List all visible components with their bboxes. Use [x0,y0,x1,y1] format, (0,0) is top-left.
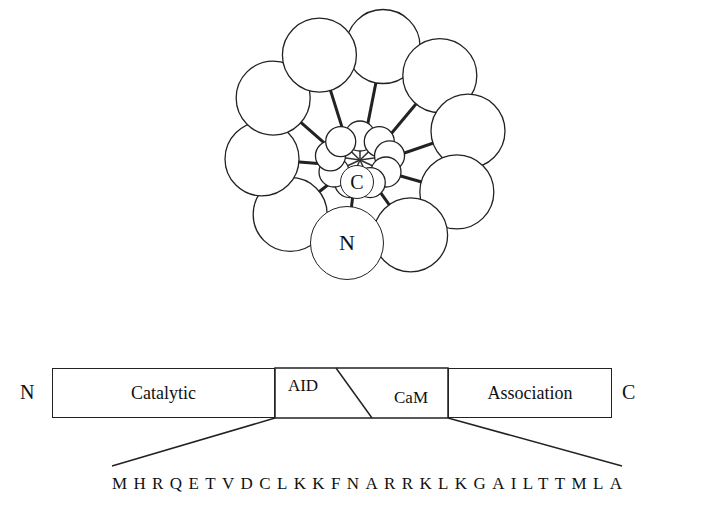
sequence-text: MHRQETVDCLKKFNARRKLKGAILTTMLA [112,474,622,494]
sequence-text: MHRQETVDCLKKFNARRKLKGAILTTMLA [112,474,628,493]
domain-box: Association [448,368,612,418]
domain-label: CaM [394,388,428,408]
domain-label: AID [288,376,318,396]
zoom-line [448,418,622,466]
terminus-label: C [622,381,635,404]
association-subunit: C [340,165,374,199]
terminus-label: N [20,381,34,404]
domain-divider [336,368,372,418]
domain-label: N [339,230,355,256]
domain-label-box: CaM [376,380,446,416]
catalytic-subunit [282,18,356,92]
association-ring [315,121,404,198]
terminus-label: C [622,381,635,403]
domain-label: Catalytic [131,383,196,404]
association-subunit [326,127,356,157]
regulatory-box [275,368,448,418]
terminus-label: N [20,381,34,403]
catalytic-subunit: N [310,206,384,280]
domain-label-box: AID [277,370,329,402]
domain-box: Catalytic [52,368,275,418]
domain-label: C [350,171,363,194]
catalytic-subunit [374,198,448,272]
domain-label: Association [488,383,573,404]
zoom-line [112,418,275,466]
